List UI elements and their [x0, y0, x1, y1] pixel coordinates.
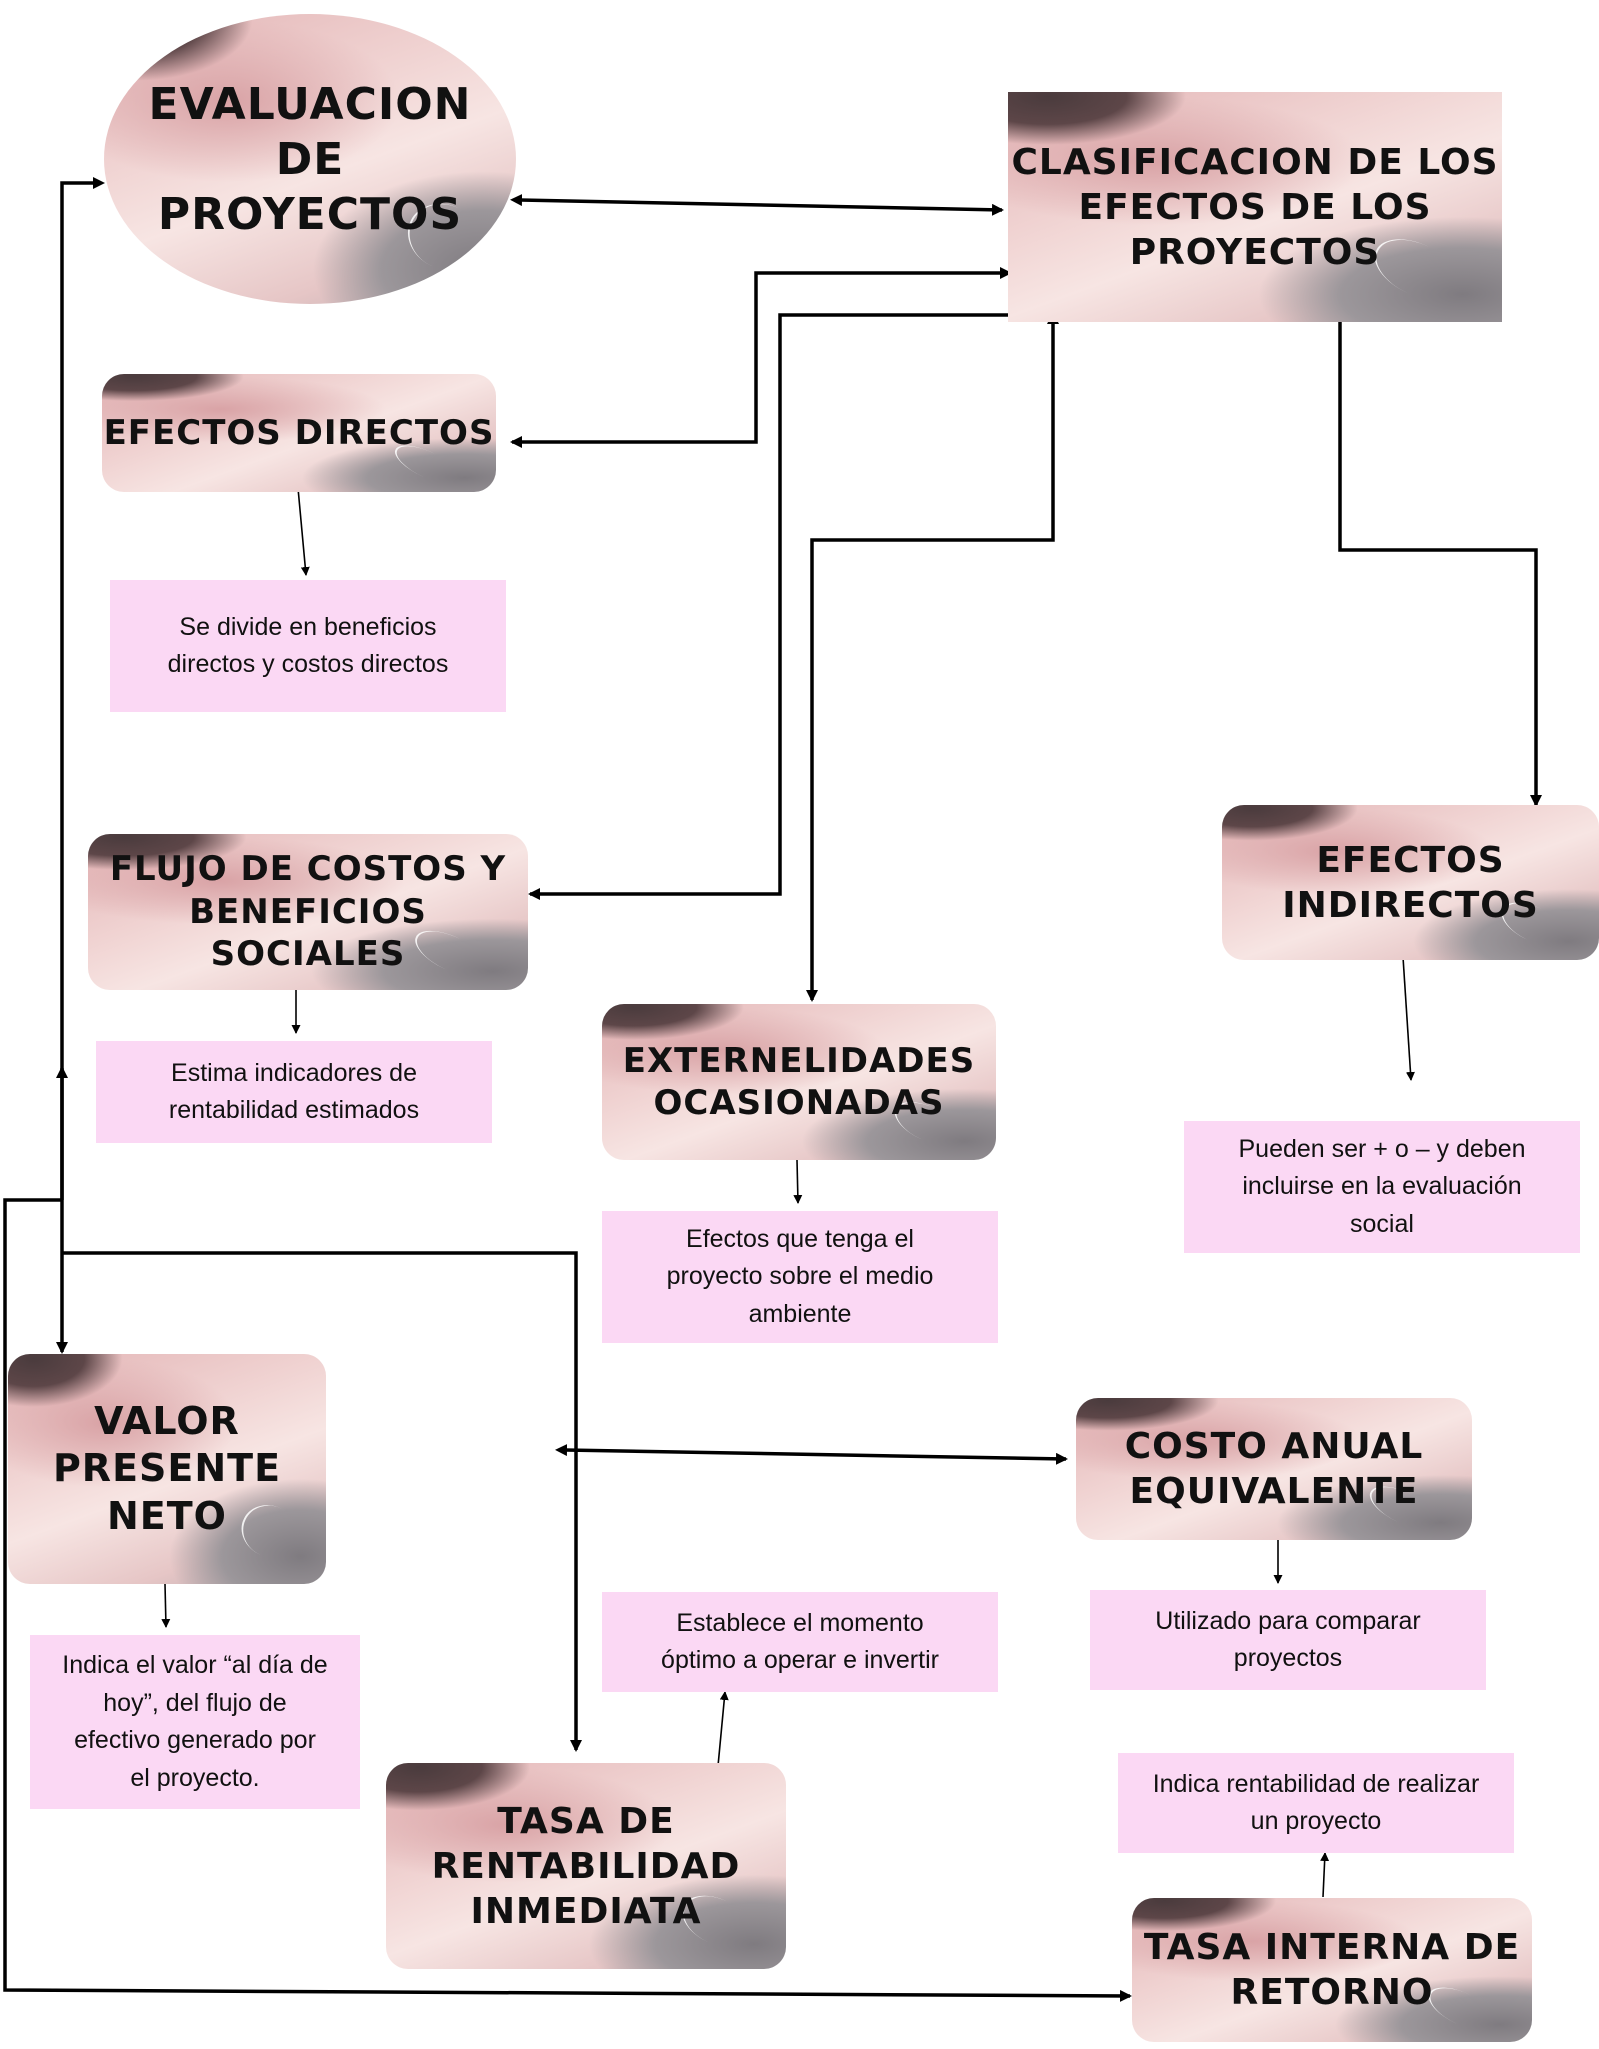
- node-evaluacion-de-proyectos: EVALUACION DE PROYECTOS: [104, 14, 516, 304]
- note-tasa-interna-retorno: Indica rentabilidad de realizar un proye…: [1118, 1753, 1514, 1853]
- node-label: EXTERNELIDADES OCASIONADAS: [622, 1040, 976, 1124]
- node-costo-anual-equivalente: COSTO ANUAL EQUIVALENTE: [1076, 1398, 1472, 1540]
- connector-tri-note: [717, 1691, 729, 1767]
- connector-outer-tir: [3, 1198, 1132, 2002]
- node-label: FLUJO DE COSTOS Y BENEFICIOS SOCIALES: [109, 849, 507, 975]
- connector-efectos-indirectos-note: [1402, 956, 1415, 1081]
- connector-tir-note: [1320, 1852, 1330, 1898]
- node-label: VALOR PRESENTE NETO: [52, 1398, 282, 1538]
- node-clasificacion-efectos: CLASIFICACION DE LOS EFECTOS DE LOS PROY…: [1008, 92, 1502, 322]
- connector-trunk-tri: [62, 1251, 582, 1752]
- node-externalidades: EXTERNELIDADES OCASIONADAS: [602, 1004, 996, 1160]
- connector-tri-costo-anual: [555, 1444, 1068, 1465]
- connector-clasificacion-efectos-indirectos: [1334, 308, 1542, 807]
- note-costo-anual: Utilizado para comparar proyectos: [1090, 1590, 1486, 1690]
- connector-evaluacion-trunk: [60, 177, 105, 1250]
- note-flujo: Estima indicadores de rentabilidad estim…: [96, 1041, 492, 1143]
- node-efectos-directos: EFECTOS DIRECTOS: [102, 374, 496, 492]
- note-tasa-rentabilidad-inmediata: Establece el momento óptimo a operar e i…: [602, 1592, 998, 1692]
- node-label: COSTO ANUAL EQUIVALENTE: [1124, 1426, 1424, 1512]
- node-label: EFECTOS INDIRECTOS: [1282, 839, 1539, 926]
- note-externalidades: Efectos que tenga el proyecto sobre el m…: [602, 1211, 998, 1343]
- connector-clasificacion-efectos-directos: [510, 267, 1012, 448]
- note-efectos-indirectos: Pueden ser + o – y deben incluirse en la…: [1184, 1121, 1580, 1253]
- node-label: CLASIFICACION DE LOS EFECTOS DE LOS PROY…: [1011, 141, 1499, 273]
- connector-vpn-note: [161, 1583, 171, 1628]
- node-label: TASA INTERNA DE RETORNO: [1143, 1927, 1521, 2013]
- node-tasa-rentabilidad-inmediata: TASA DE RENTABILIDAD INMEDIATA: [386, 1763, 786, 1969]
- node-label: EFECTOS DIRECTOS: [103, 412, 495, 453]
- connector-clasificacion-flujo: [528, 309, 1040, 900]
- node-flujo-costos-beneficios: FLUJO DE COSTOS Y BENEFICIOS SOCIALES: [88, 834, 528, 990]
- connector-evaluacion-clasificacion: [510, 194, 1004, 216]
- node-tasa-interna-retorno: TASA INTERNA DE RETORNO: [1132, 1898, 1532, 2042]
- connector-efectos-directos-note: [297, 487, 310, 576]
- connector-externalidades-note: [793, 1159, 803, 1204]
- connector-clasificacion-externalidades: [806, 312, 1059, 1002]
- node-label: TASA DE RENTABILIDAD INMEDIATA: [431, 1800, 741, 1932]
- note-efectos-directos: Se divide en beneficios directos y costo…: [110, 580, 506, 712]
- node-efectos-indirectos: EFECTOS INDIRECTOS: [1222, 805, 1599, 960]
- node-valor-presente-neto: VALOR PRESENTE NETO: [8, 1354, 326, 1584]
- node-label: EVALUACION DE PROYECTOS: [148, 78, 472, 240]
- note-valor-presente-neto: Indica el valor “al día de hoy”, del flu…: [30, 1635, 360, 1809]
